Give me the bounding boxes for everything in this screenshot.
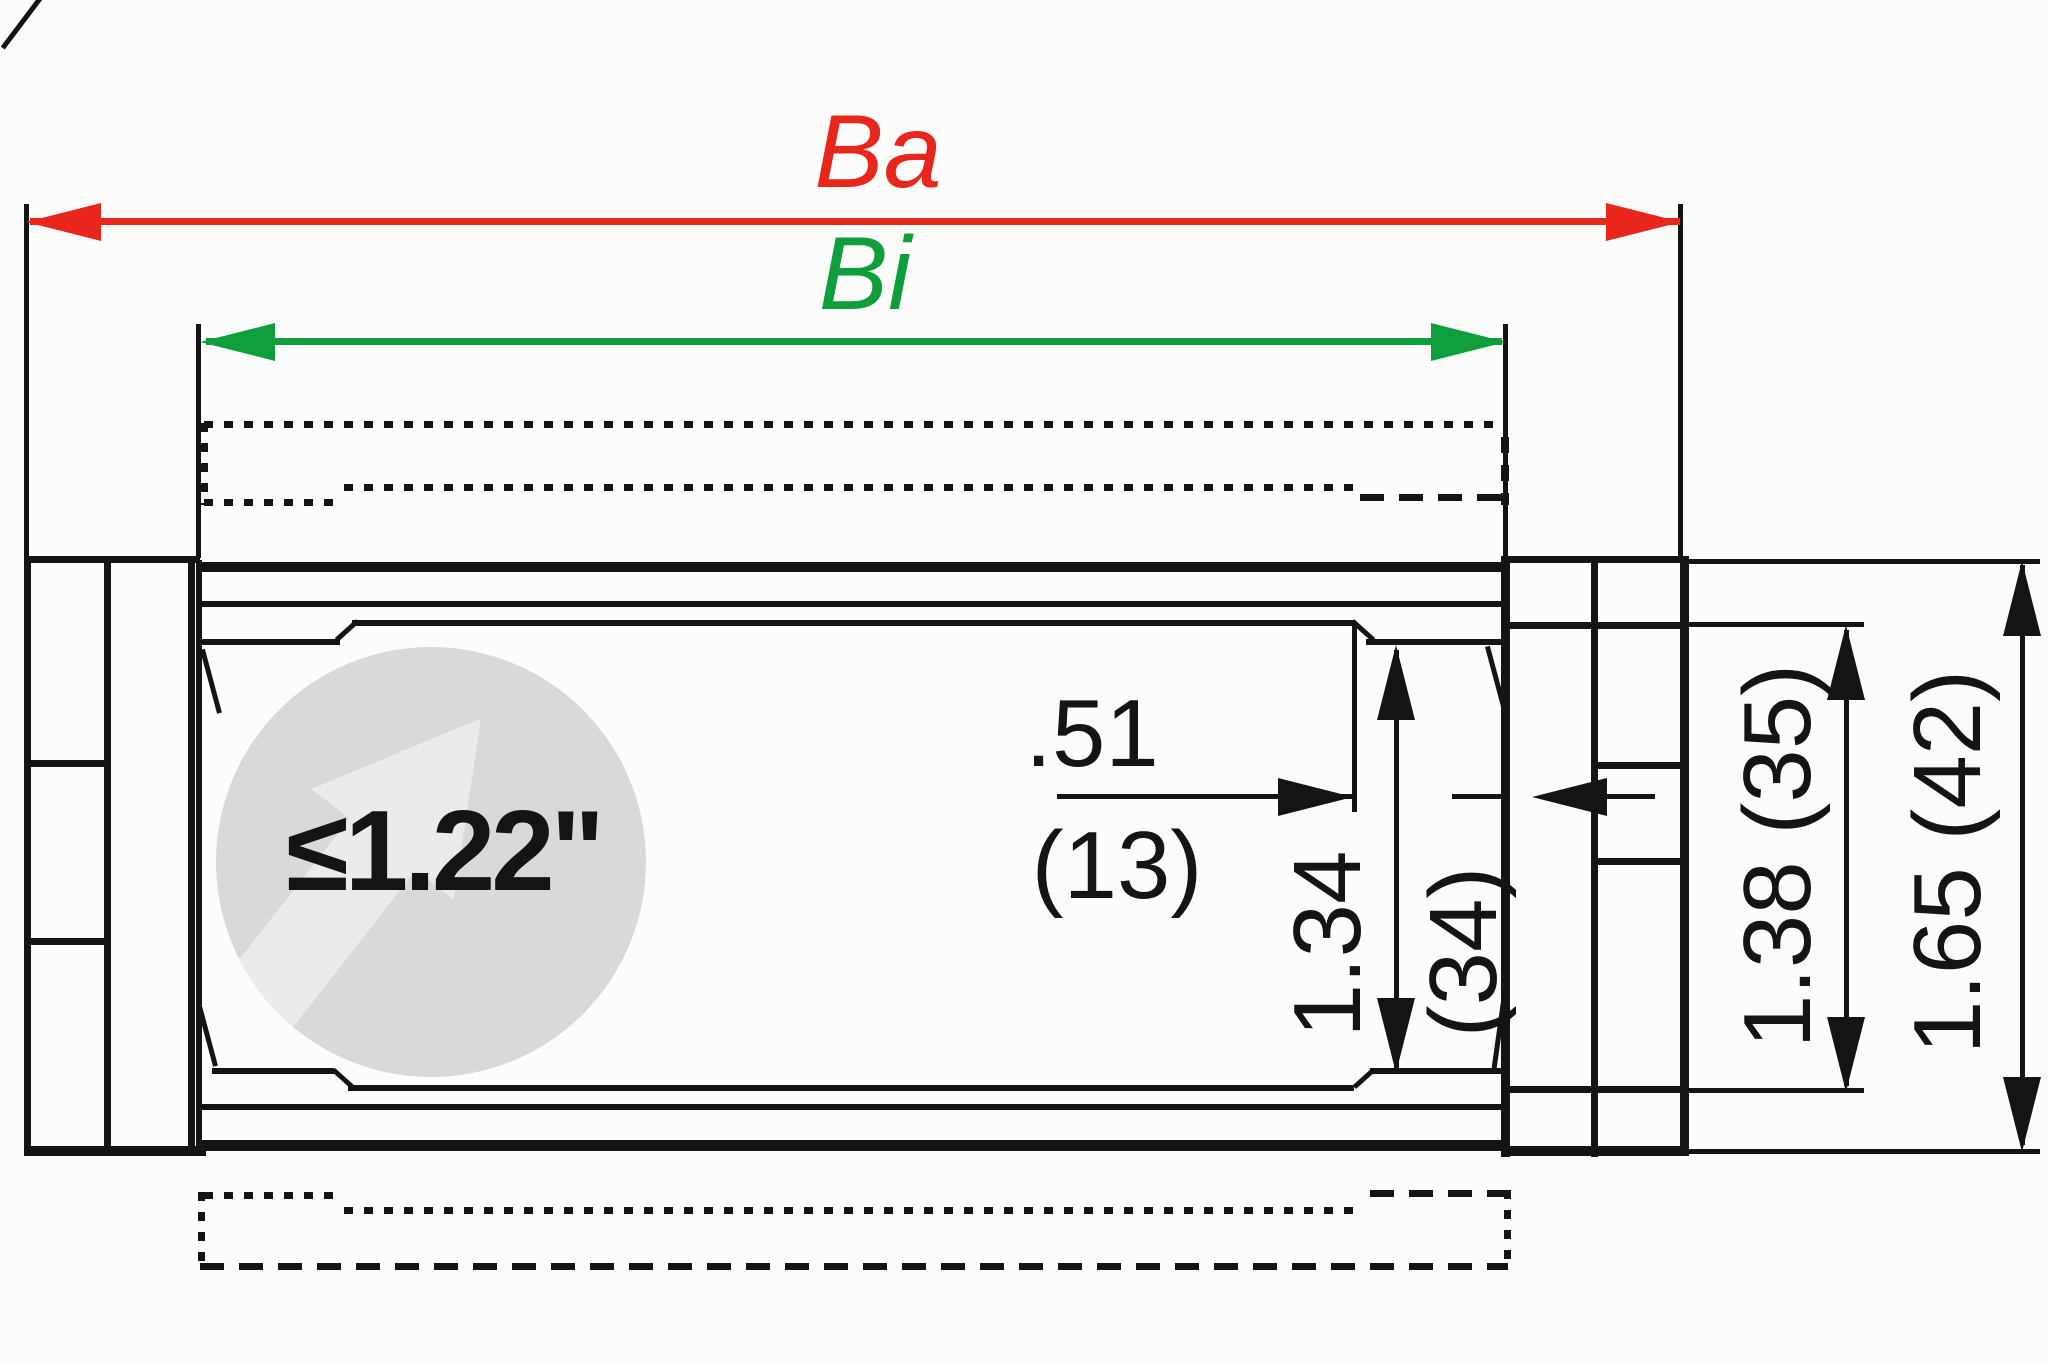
bottom-dashed-outline-top-right bbox=[1370, 1190, 1504, 1197]
side-width-mm-label: (13) bbox=[1031, 812, 1203, 919]
outer-height-dimension-line bbox=[2020, 565, 2025, 1145]
inner-height-inches-label: 1.34 bbox=[1274, 850, 1381, 1038]
ba-extension-line-left bbox=[24, 204, 29, 556]
body-left-edge bbox=[196, 560, 202, 1152]
bi-arrowhead-right bbox=[1431, 323, 1506, 361]
left-bracket-mid-vertical bbox=[104, 556, 111, 1156]
right-bracket-lower-horizontal bbox=[1501, 1086, 1689, 1093]
cavity-top-left-line bbox=[196, 639, 340, 645]
side-width-inches-label: .51 bbox=[1025, 680, 1159, 787]
body-top-outer-edge bbox=[196, 562, 1506, 572]
outer-height-extension-bottom bbox=[1689, 1149, 2040, 1154]
left-wall-top-sliver bbox=[200, 648, 222, 714]
right-bracket-top-edge bbox=[1501, 556, 1689, 563]
inner-height-dimension-line bbox=[1394, 650, 1399, 1068]
bi-extension-line-left bbox=[196, 324, 201, 558]
ba-arrowhead-left bbox=[26, 203, 101, 241]
cavity-bottom-right-line bbox=[1370, 1068, 1506, 1074]
right-bracket-divider-upper bbox=[1591, 762, 1689, 769]
left-bracket-divider-lower bbox=[24, 938, 111, 945]
cavity-bottom-left-step bbox=[331, 1067, 355, 1090]
side-width-arrowhead-left bbox=[1532, 778, 1607, 816]
link-height-extension-top bbox=[1689, 622, 1864, 627]
left-bracket-divider-upper bbox=[24, 760, 111, 767]
inner-height-arrowhead-down bbox=[1377, 998, 1415, 1073]
bi-arrowhead-left bbox=[200, 323, 275, 361]
bottom-dashed-outline-left bbox=[198, 1192, 205, 1266]
top-dashed-outline-top bbox=[204, 421, 1504, 428]
left-bracket-top-edge bbox=[24, 556, 200, 563]
right-bracket-bottom-edge bbox=[1501, 1146, 1689, 1156]
bi-dimension-line bbox=[206, 338, 1502, 345]
left-bracket-inner-vertical bbox=[188, 556, 195, 1156]
cavity-top-left-step bbox=[334, 619, 360, 642]
right-bracket-wall-edge bbox=[1501, 556, 1510, 1157]
body-bottom-inner-line bbox=[196, 1104, 1506, 1110]
right-bracket-mid-vertical bbox=[1591, 556, 1598, 1157]
bottom-dashed-outline-top-left bbox=[204, 1192, 344, 1199]
cavity-bottom-middle-line bbox=[348, 1085, 1354, 1091]
ba-extension-line-right bbox=[1678, 204, 1683, 556]
right-bracket-divider-lower bbox=[1591, 858, 1689, 865]
side-width-dimension-line-mid bbox=[1452, 794, 1502, 799]
max-cable-diameter-label: ≤1.22" bbox=[286, 788, 605, 915]
side-width-extension-line bbox=[1352, 622, 1357, 812]
top-dashed-outline-left bbox=[201, 423, 208, 505]
link-height-label: 1.38 (35) bbox=[1724, 663, 1831, 1049]
cavity-top-right-line bbox=[1366, 639, 1506, 645]
cavity-bottom-left-line bbox=[212, 1068, 334, 1074]
left-bracket-bottom-edge bbox=[24, 1146, 206, 1156]
cavity-top-middle-line bbox=[352, 620, 1354, 626]
left-bracket-outer-edge bbox=[24, 556, 31, 1156]
cable-diameter-circle bbox=[216, 647, 646, 1077]
outer-height-arrowhead-down bbox=[2003, 1077, 2041, 1152]
top-dashed-outline-bottom-middle bbox=[344, 484, 1358, 491]
bi-dimension-label: Bi bbox=[818, 216, 912, 332]
outer-height-label: 1.65 (42) bbox=[1894, 669, 2001, 1055]
corner-notch-line bbox=[0, 0, 44, 50]
top-dashed-outline-right bbox=[1501, 437, 1509, 505]
link-height-arrowhead-up bbox=[1827, 625, 1865, 700]
body-bottom-outer-edge bbox=[196, 1140, 1506, 1151]
side-width-dimension-line-left bbox=[1057, 794, 1353, 799]
side-width-dimension-line-right bbox=[1607, 794, 1655, 799]
bottom-dashed-outline-top-middle bbox=[344, 1207, 1356, 1214]
ba-arrowhead-right bbox=[1606, 203, 1681, 241]
right-bracket-upper-horizontal bbox=[1501, 622, 1689, 629]
bottom-dashed-outline-right bbox=[1504, 1190, 1511, 1266]
top-dashed-outline-bottom-right bbox=[1360, 494, 1502, 501]
inner-height-arrowhead-up bbox=[1377, 645, 1415, 720]
body-top-inner-line bbox=[196, 601, 1506, 607]
link-height-extension-bottom bbox=[1689, 1088, 1864, 1093]
top-dashed-outline-bottom-left bbox=[204, 499, 344, 506]
inner-height-mm-label: (34) bbox=[1410, 866, 1517, 1038]
outer-height-arrowhead-up bbox=[2003, 561, 2041, 636]
outer-height-extension-top bbox=[1689, 559, 2040, 564]
link-height-dimension-line bbox=[1844, 630, 1849, 1086]
right-bracket-outer-edge bbox=[1680, 556, 1689, 1155]
bottom-dashed-outline-bottom bbox=[200, 1263, 1508, 1270]
ba-dimension-line bbox=[30, 218, 1680, 225]
ba-dimension-label: Ba bbox=[814, 94, 942, 210]
side-width-arrowhead-right bbox=[1278, 778, 1353, 816]
link-height-arrowhead-down bbox=[1827, 1017, 1865, 1092]
